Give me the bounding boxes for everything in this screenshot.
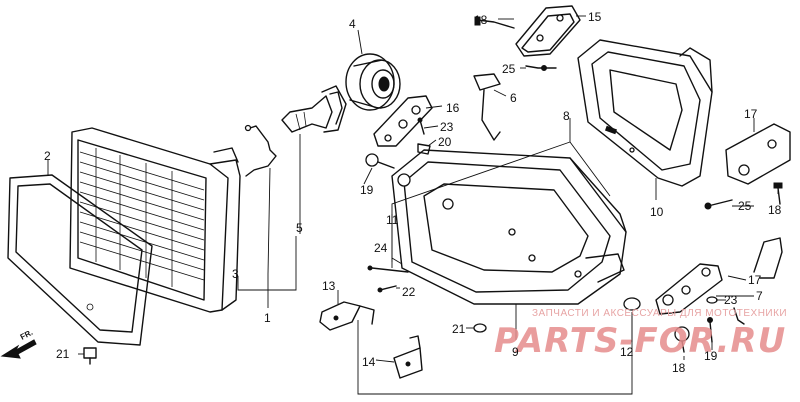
wire-clip-part (473, 73, 501, 141)
screw-17-top (474, 16, 515, 29)
side-bracket-left-part (655, 263, 723, 315)
callout-5: 5 (296, 221, 303, 235)
callout-3: 3 (232, 267, 239, 281)
front-direction-marker: FR. (0, 328, 37, 359)
callout-16: 17 (748, 273, 762, 287)
watermark-tagline: ЗАПЧАСТИ И АКСЕССУАРЫ ДЛЯ МОТОТЕХНИКИ (532, 308, 787, 319)
headlight-case-part (391, 149, 627, 305)
callout-9: 9 (512, 345, 519, 359)
bolt-18-left (365, 153, 395, 169)
side-bracket-right-part (725, 123, 791, 185)
headlight-lens-unit (69, 127, 241, 313)
screw-25-right (704, 199, 733, 210)
bolt-24 (367, 265, 409, 273)
callout-2: 2 (44, 149, 51, 163)
watermark: ЗАПЧАСТИ И АКСЕССУАРЫ ДЛЯ МОТОТЕХНИКИ PA… (494, 308, 787, 361)
callout-24: 24 (374, 241, 388, 255)
callout-13: 15 (588, 10, 602, 24)
callout-10: 10 (650, 205, 664, 219)
callout-23-right: 23 (724, 293, 738, 307)
callout-11-left: 11 (386, 213, 399, 227)
callout-25-top: 25 (502, 62, 516, 76)
wire-harness-part (244, 124, 277, 177)
screw-19-right (707, 317, 713, 343)
washer-23-right (706, 296, 718, 304)
callout-19-top: 20 (438, 135, 452, 149)
callout-23-top: 23 (440, 120, 454, 134)
callout-19-right: 19 (704, 349, 718, 363)
screw-25-top (525, 65, 557, 71)
screw-21 (83, 347, 97, 365)
callout-4: 4 (349, 17, 356, 31)
nut-11-right (623, 297, 641, 311)
callout-6: 6 (510, 91, 517, 105)
mount-bracket-lower-part (393, 335, 423, 379)
callout-22: 22 (402, 285, 416, 299)
callout-14: 16 (446, 101, 460, 115)
front-direction-label: FR. (19, 328, 35, 342)
callout-20: 21 (452, 322, 466, 336)
screw-23-top (417, 117, 425, 135)
callout-25-right: 25 (738, 199, 752, 213)
wire-stay-part (733, 237, 783, 325)
watermark-logo: PARTS-FOR.RU (494, 321, 786, 361)
upper-cover-part (577, 39, 713, 187)
callout-15: 17 (744, 107, 758, 121)
part-callouts: 2 3 1 5 4 18 15 25 6 16 23 20 8 19 11 24… (44, 10, 782, 375)
grommet-19-top (417, 143, 431, 155)
callout-8: 8 (563, 109, 570, 123)
bulb-socket-part (373, 95, 433, 147)
mount-bracket-upper-part (319, 301, 375, 331)
bolt-18-right (674, 326, 690, 353)
upper-mount-bracket-part (515, 5, 581, 57)
callout-17-top: 18 (474, 13, 488, 27)
headlight-bulb-part (281, 85, 347, 133)
callout-18-right: 18 (672, 361, 686, 375)
callout-1: 1 (264, 311, 271, 325)
callout-7: 7 (756, 289, 763, 303)
callout-18-left: 19 (360, 183, 374, 197)
dust-cover-part (345, 53, 401, 111)
callout-12-lower: 14 (362, 355, 376, 369)
callout-11-right: 12 (620, 345, 634, 359)
callout-21: 21 (56, 347, 70, 361)
nut-20 (473, 323, 487, 333)
screw-22 (377, 285, 397, 293)
callout-12-upper: 13 (322, 279, 336, 293)
headlight-rim-part (7, 174, 153, 346)
callout-17-right: 18 (768, 203, 782, 217)
leader-lines (47, 15, 779, 395)
